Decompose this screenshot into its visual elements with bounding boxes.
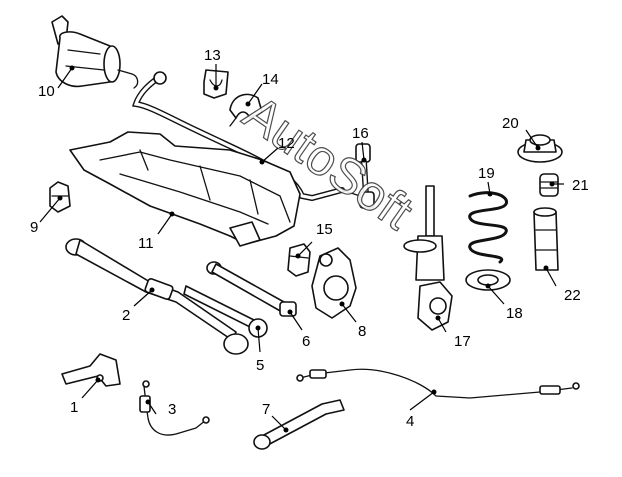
callout-3: 3 <box>168 401 176 418</box>
callout-20: 20 <box>502 115 519 132</box>
callout-6: 6 <box>302 333 310 350</box>
callout-16: 16 <box>352 125 369 142</box>
callout-10: 10 <box>38 83 55 100</box>
callout-12: 12 <box>278 135 295 152</box>
callout-5: 5 <box>256 357 264 374</box>
part-19-spring <box>468 191 508 264</box>
callout-2: 2 <box>122 307 130 324</box>
part-8-knuckle <box>311 247 357 319</box>
part-21-bump-stop <box>539 173 559 197</box>
part-7-link <box>253 399 345 450</box>
part-22-dust-boot <box>533 207 559 271</box>
callout-9: 9 <box>30 219 38 236</box>
callout-11: 11 <box>138 235 154 252</box>
callout-13: 13 <box>204 47 221 64</box>
callout-15: 15 <box>316 221 333 238</box>
callout-4: 4 <box>406 413 414 430</box>
part-20-top-mount <box>517 134 563 163</box>
callout-17: 17 <box>454 333 471 350</box>
leader-dots <box>57 65 555 433</box>
part-15-mount <box>287 243 311 277</box>
leader-lines <box>39 64 564 431</box>
part-16-stabilizer-link <box>341 143 375 209</box>
callout-1: 1 <box>70 399 78 416</box>
callout-22: 22 <box>564 287 581 304</box>
part-14-bracket <box>229 93 263 127</box>
callout-19: 19 <box>478 165 495 182</box>
part-10-canister <box>51 15 139 89</box>
part-2-lateral-arm <box>65 238 249 355</box>
callout-14: 14 <box>262 71 279 88</box>
callout-8: 8 <box>358 323 366 340</box>
part-1-bracket <box>61 353 121 387</box>
part-18-seat <box>465 269 511 291</box>
callout-21: 21 <box>572 177 589 194</box>
part-17-strut <box>403 185 453 331</box>
callout-18: 18 <box>506 305 523 322</box>
part-11-subframe <box>69 131 301 247</box>
part-4-brake-cable <box>296 368 580 399</box>
callout-7: 7 <box>262 401 270 418</box>
